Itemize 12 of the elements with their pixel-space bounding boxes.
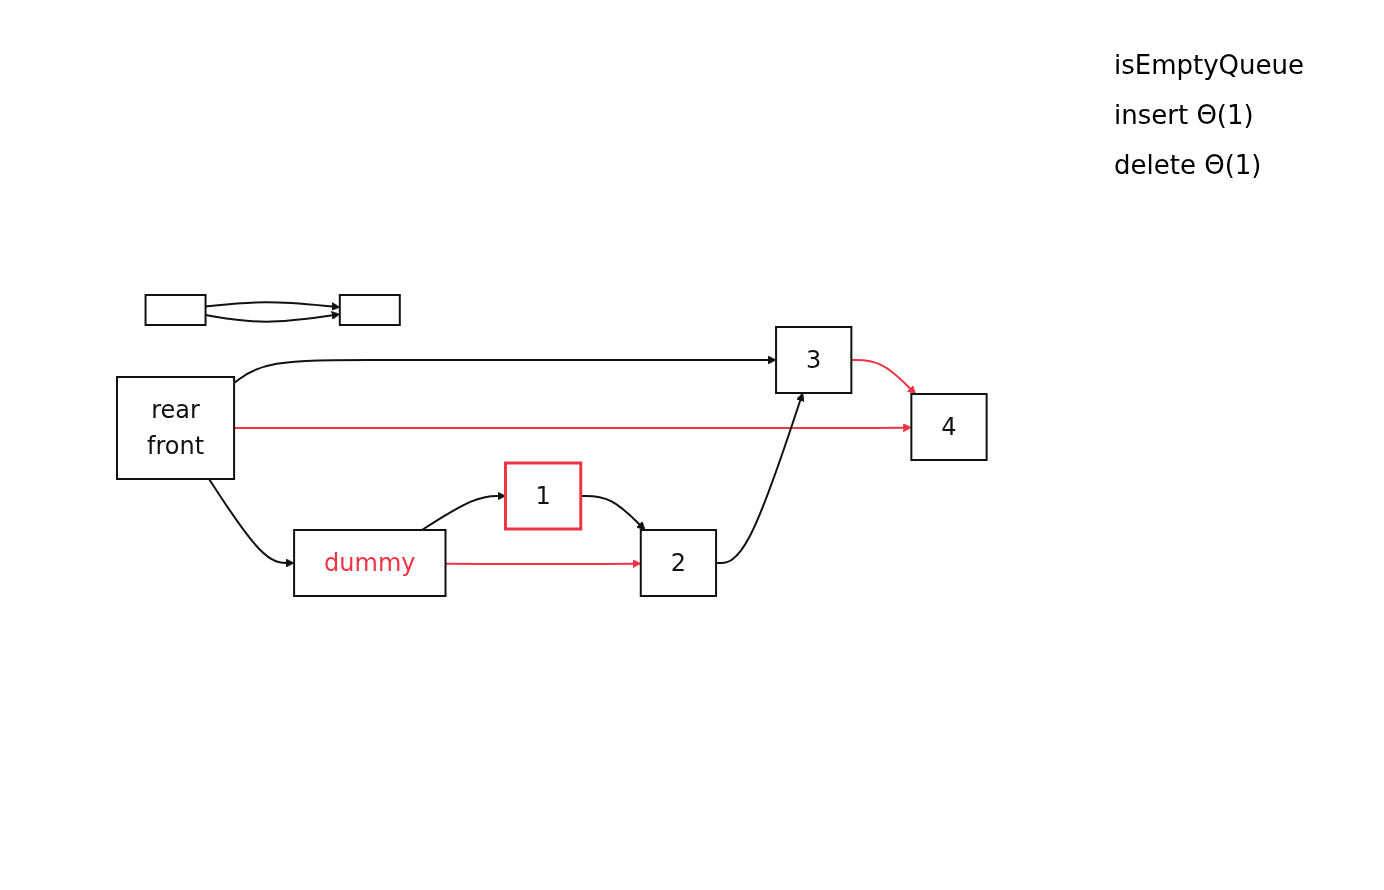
node-box: 3 — [775, 325, 853, 394]
note-text: delete Θ(1) — [1114, 150, 1263, 180]
node-box: dummy — [293, 528, 447, 597]
note-text: insert Θ(1) — [1114, 100, 1255, 130]
node-box — [144, 293, 207, 326]
node-box: 1 — [504, 461, 583, 530]
arrow — [208, 477, 295, 567]
node-box — [339, 293, 401, 326]
node-box: 4 — [910, 392, 988, 461]
note-text: isEmptyQueue — [1114, 50, 1306, 80]
node-box: rear front — [116, 375, 236, 480]
node-box: 2 — [639, 528, 718, 597]
